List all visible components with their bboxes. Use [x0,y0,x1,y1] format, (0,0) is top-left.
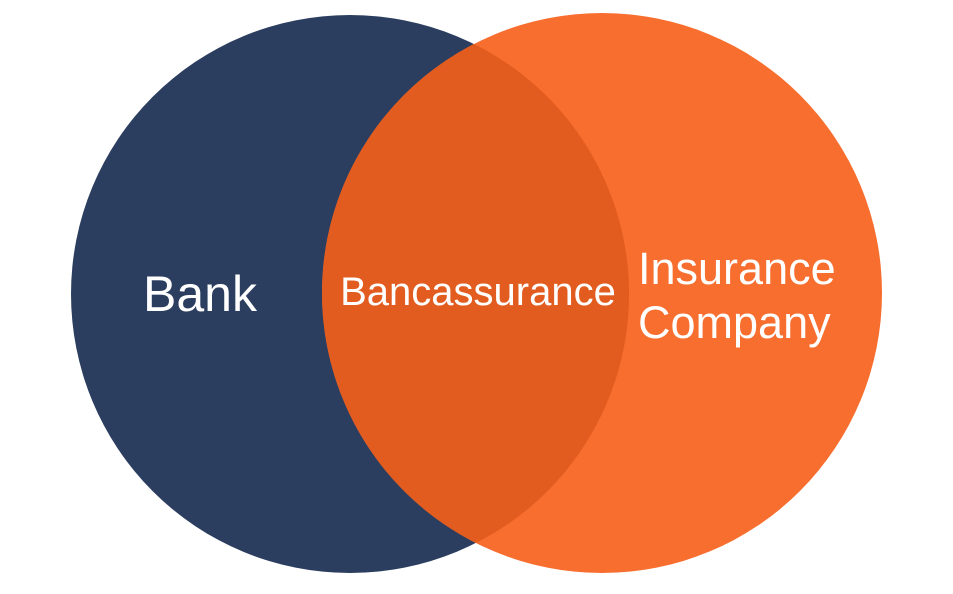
overlap-lens [321,44,630,543]
bancassurance-label: Bancassurance [340,270,616,314]
insurance-company-label-line1: Insurance [638,243,836,294]
insurance-company-label-line2: Company [638,297,831,348]
insurance-company-label: Insurance Company [638,242,918,350]
bank-label: Bank [143,266,257,322]
